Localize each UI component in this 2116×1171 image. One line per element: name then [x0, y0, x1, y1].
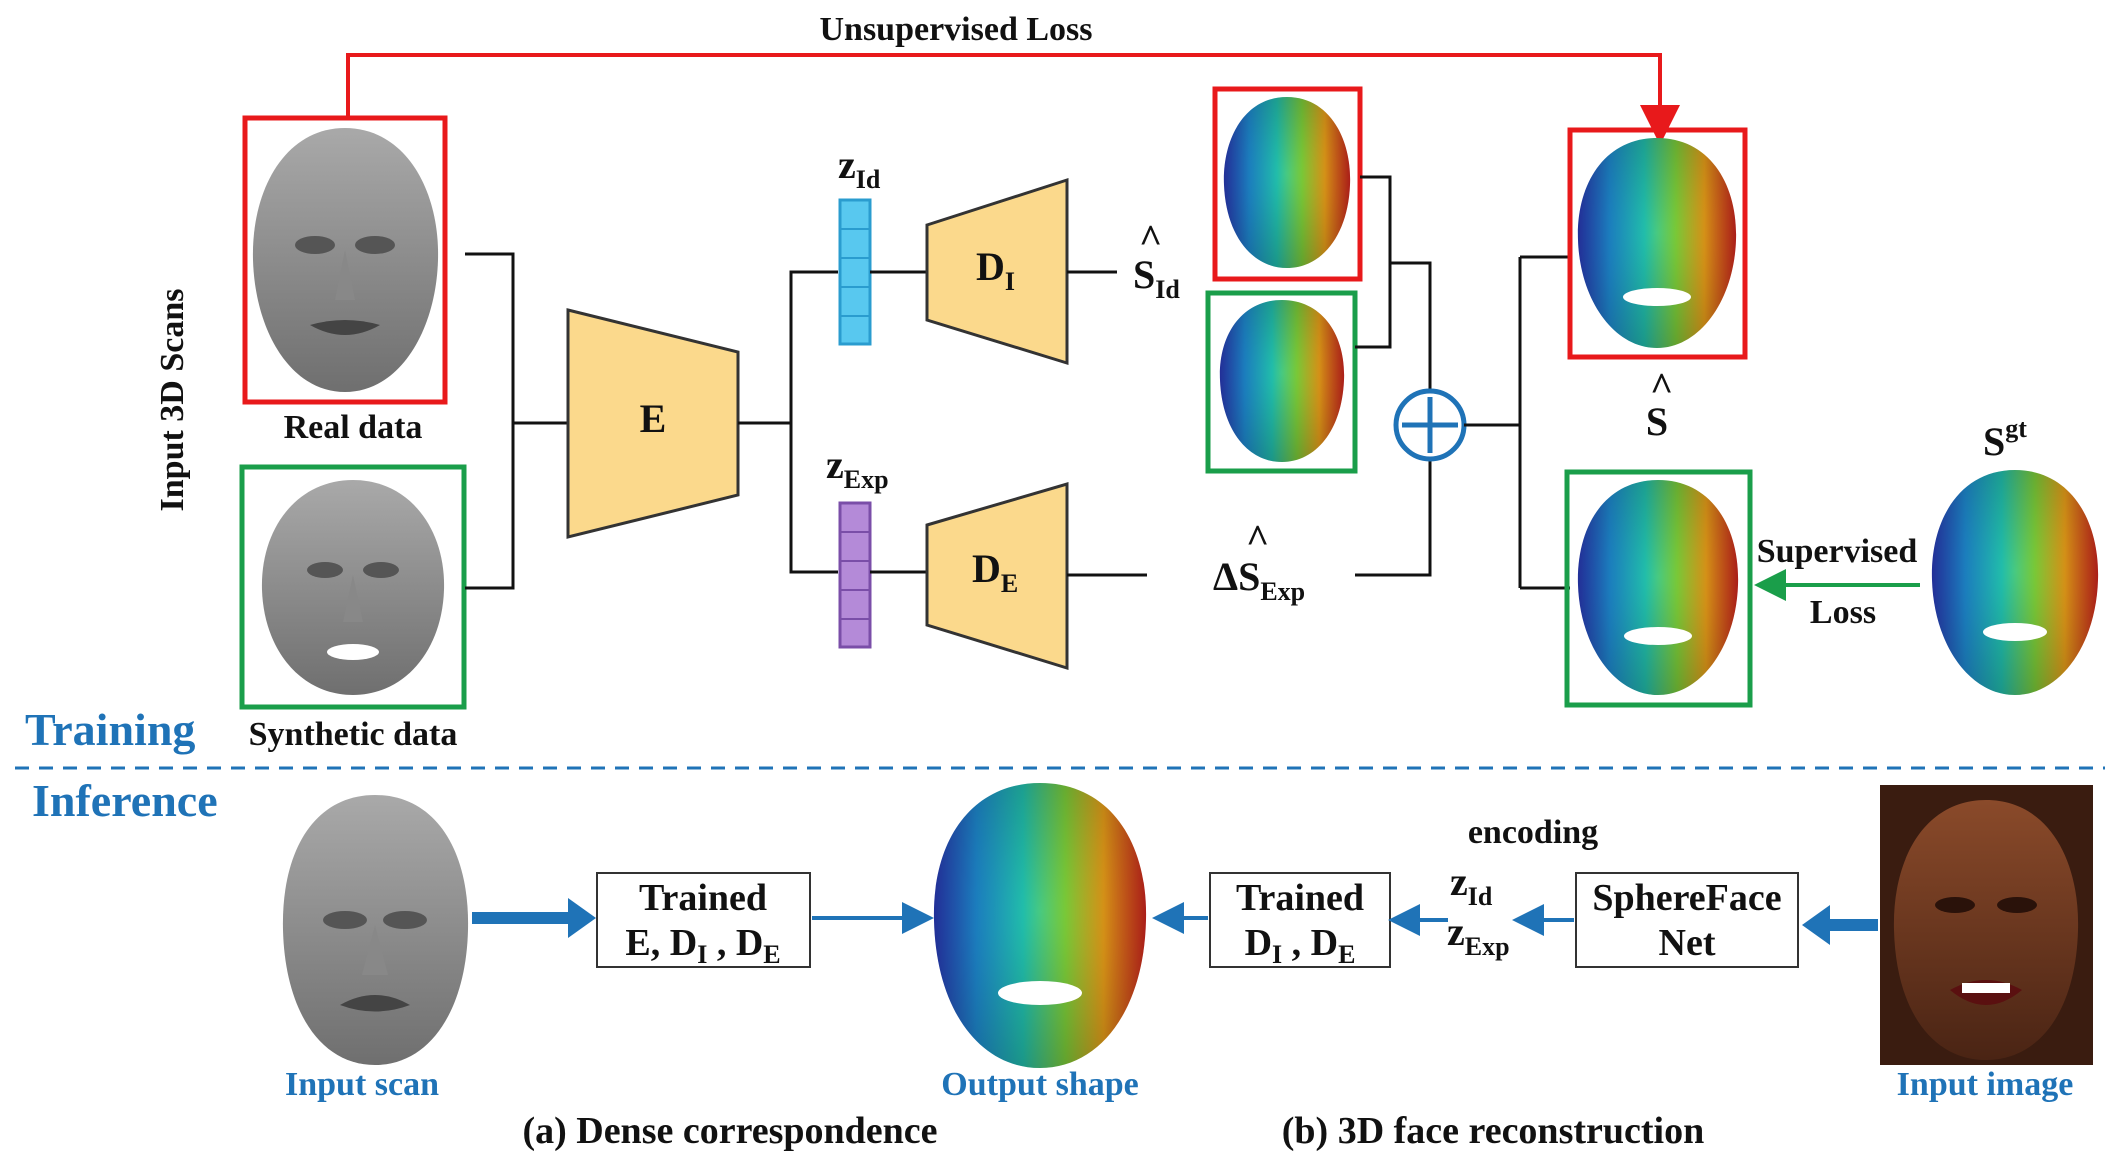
unsupervised-loss-arrow [346, 53, 1680, 145]
encoding-label: encoding [1468, 814, 1598, 851]
input-scan-face [282, 795, 469, 1065]
s-hat-label: S [1646, 399, 1668, 444]
s-gt-label: Sgt [1983, 414, 2027, 464]
decoder-exp-block: DE [925, 481, 1069, 671]
latent-connector [738, 270, 838, 574]
inference-z-exp-label: zExp [1447, 909, 1510, 961]
input-connector [465, 252, 568, 590]
z-id-latent [838, 198, 872, 346]
encoder-block: E [566, 308, 740, 539]
loss-label: Loss [1810, 594, 1876, 631]
real-data-label: Real data [284, 409, 423, 446]
sum-operator [1393, 388, 1467, 462]
input-image-label: Input image [1897, 1066, 2074, 1103]
delta-s-exp-label: ΔSExp [1213, 554, 1305, 606]
trained-decoder-box: Trained DI , DE [1209, 872, 1391, 969]
input-scan-label: Input scan [285, 1066, 439, 1103]
z-exp-latent [838, 501, 872, 649]
input-3d-scans-label: Input 3D Scans [154, 289, 191, 512]
identity-face-red [1212, 86, 1363, 282]
unsupervised-loss-label: Unsupervised Loss [819, 11, 1092, 48]
svg-text:DI: DI [976, 244, 1015, 296]
z-id-label: zId [838, 142, 881, 194]
real-data-face [242, 115, 448, 405]
output-face-red [1567, 127, 1748, 360]
inference-z-id-label: zId [1450, 859, 1493, 911]
inference-label: Inference [32, 775, 218, 826]
output-shape-label: Output shape [941, 1066, 1138, 1103]
decoder-id-block: DI [925, 177, 1069, 366]
s-hat-caret: ^ [1650, 364, 1673, 409]
synthetic-data-face [239, 464, 467, 710]
output-connector [1464, 255, 1570, 590]
delta-s-exp-caret: ^ [1246, 516, 1269, 561]
sphereface-net-box: SphereFace Net [1575, 872, 1799, 968]
caption-dense-correspondence: (a) Dense correspondence [522, 1110, 937, 1152]
sum-connector [1355, 175, 1432, 577]
supervised-label: Supervised [1757, 533, 1918, 570]
svg-text:SphereFace: SphereFace [1592, 877, 1781, 919]
svg-text:Net: Net [1659, 922, 1716, 964]
output-shape-face [933, 783, 1147, 1068]
s-id-hat-caret: ^ [1139, 216, 1162, 261]
trained-encoder-box: Trained E, DI , DE [596, 872, 811, 969]
svg-text:Trained: Trained [639, 877, 767, 919]
svg-text:DI , DE: DI , DE [1245, 922, 1356, 969]
training-label: Training [25, 704, 195, 755]
s-id-hat-label: SId [1133, 252, 1180, 304]
svg-text:E, DI , DE: E, DI , DE [625, 922, 780, 969]
svg-text:DE: DE [972, 546, 1018, 598]
svg-text:E: E [640, 396, 667, 441]
ground-truth-face [1931, 470, 2099, 695]
z-exp-label: zExp [826, 442, 889, 494]
identity-face-green [1205, 290, 1358, 474]
output-face-green [1564, 469, 1753, 708]
synthetic-data-label: Synthetic data [249, 716, 458, 753]
input-image-face [1880, 785, 2093, 1065]
caption-face-reconstruction: (b) 3D face reconstruction [1282, 1110, 1704, 1152]
svg-text:Trained: Trained [1236, 877, 1364, 919]
